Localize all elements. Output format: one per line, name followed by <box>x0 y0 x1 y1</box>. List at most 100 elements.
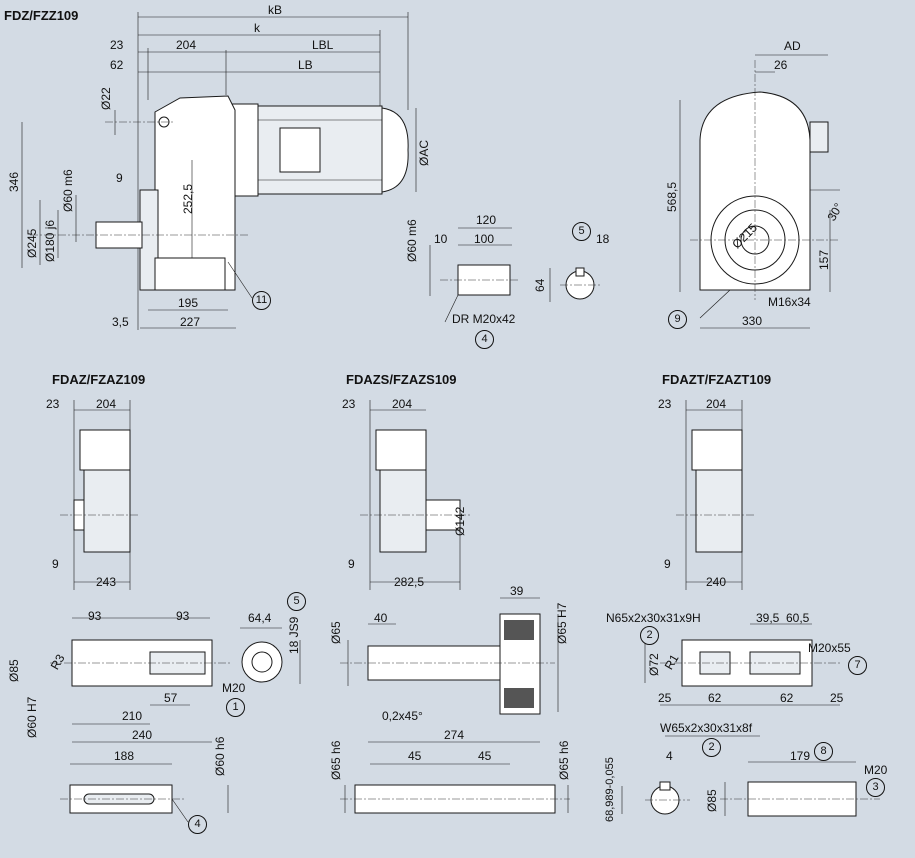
callout-2b: 2 <box>702 738 721 757</box>
hollow-shaft-section <box>50 617 301 743</box>
retaining-pin <box>60 763 229 823</box>
fdazs-282-5: 282,5 <box>394 575 425 589</box>
callout-5a: 5 <box>572 222 591 241</box>
title-fdaz: FDAZ/FZAZ109 <box>52 372 146 387</box>
dim-phi245: Ø245 <box>25 228 39 258</box>
fdaz-view <box>60 400 140 590</box>
main-gear-unit-view <box>21 12 417 330</box>
pin-phi60h6: Ø60 h6 <box>213 736 227 776</box>
sp-w65: W65x2x30x31x8f <box>660 721 753 735</box>
hs-64-4: 64,4 <box>248 611 272 625</box>
sd-phi65h7: Ø65 H7 <box>555 602 569 644</box>
hs-57: 57 <box>164 691 178 705</box>
pin-188: 188 <box>114 749 135 763</box>
fdazs-view <box>360 400 470 590</box>
hs-18js9: 18 JS9 <box>287 616 301 654</box>
callout-4a: 4 <box>475 330 494 349</box>
dim-kb: kB <box>268 3 283 17</box>
sd-40: 40 <box>374 611 388 625</box>
hs-phi85: Ø85 <box>7 659 21 682</box>
callout-3: 3 <box>866 778 885 797</box>
detail-10: 10 <box>434 232 448 246</box>
side-26: 26 <box>774 58 788 72</box>
dim-195: 195 <box>178 296 199 310</box>
shrink-disk-section <box>340 597 559 743</box>
dim-252-5: 252,5 <box>181 183 195 214</box>
fdazs-23: 23 <box>342 397 356 411</box>
dim-lb: LB <box>298 58 313 72</box>
fdaz-204: 204 <box>96 397 117 411</box>
side-330: 330 <box>742 314 763 328</box>
tl-62b: 62 <box>780 691 794 705</box>
tl-n65: N65x2x30x31x9H <box>606 611 701 625</box>
dim-227: 227 <box>180 315 201 329</box>
callout-2a: 2 <box>640 626 659 645</box>
hs-210: 210 <box>122 709 143 723</box>
title-fdazt: FDAZT/FZAZT109 <box>662 372 772 387</box>
fdaz-23: 23 <box>46 397 60 411</box>
hs-m20: M20 <box>222 681 246 695</box>
dim-3-5: 3,5 <box>112 315 129 329</box>
shaft-h6 <box>340 763 570 814</box>
fdazs-204: 204 <box>392 397 413 411</box>
sh-phi65h6b: Ø65 h6 <box>557 740 571 780</box>
side-157: 157 <box>817 249 831 270</box>
dim-9: 9 <box>116 171 123 185</box>
detail-64: 64 <box>533 278 547 292</box>
sh-45b: 45 <box>478 749 492 763</box>
dim-lbl: LBL <box>312 38 334 52</box>
callout-8: 8 <box>814 742 833 761</box>
dim-62: 62 <box>110 58 124 72</box>
detail-phi60m6: Ø60 m6 <box>405 219 419 262</box>
fdazt-204: 204 <box>706 397 727 411</box>
tl-62a: 62 <box>708 691 722 705</box>
fdaz-243: 243 <box>96 575 117 589</box>
sp-4: 4 <box>666 749 673 763</box>
sd-chamfer: 0,2x45° <box>382 709 423 723</box>
hs-93b: 93 <box>176 609 190 623</box>
dim-346: 346 <box>7 171 21 192</box>
dim-phi60m6: Ø60 m6 <box>61 169 75 212</box>
dim-k: k <box>254 21 260 35</box>
fdazt-view <box>676 400 756 590</box>
sh-phi65h6a: Ø65 h6 <box>329 740 343 780</box>
sp-range: 68,989-0,055 <box>604 757 616 822</box>
sp-179: 179 <box>790 749 811 763</box>
sd-phi65: Ø65 <box>329 621 343 644</box>
side-m16: M16x34 <box>768 295 811 309</box>
side-ad: AD <box>784 39 801 53</box>
callout-1: 1 <box>226 698 245 717</box>
sp-m20: M20 <box>864 763 888 777</box>
title-main: FDZ/FZZ109 <box>4 8 79 23</box>
tl-60-5: 60,5 <box>786 611 810 625</box>
hs-93a: 93 <box>88 609 102 623</box>
sh-45a: 45 <box>408 749 422 763</box>
spline-shaft <box>621 735 880 817</box>
detail-120: 120 <box>476 213 497 227</box>
fdazs-9: 9 <box>348 557 355 571</box>
dim-phi180j6: Ø180 j6 <box>43 219 57 262</box>
fdazt-9: 9 <box>664 557 671 571</box>
callout-11: 11 <box>252 291 271 310</box>
fdazt-240: 240 <box>706 575 727 589</box>
callout-5b: 5 <box>287 592 306 611</box>
detail-18: 18 <box>596 232 610 246</box>
dim-23: 23 <box>110 38 124 52</box>
tl-25a: 25 <box>658 691 672 705</box>
tl-25b: 25 <box>830 691 844 705</box>
sd-39: 39 <box>510 584 524 598</box>
callout-7: 7 <box>848 656 867 675</box>
dim-phi-ac: ØAC <box>417 139 431 166</box>
tl-m20x55: M20x55 <box>808 641 851 655</box>
hs-240: 240 <box>132 728 153 742</box>
dim-phi22: Ø22 <box>99 87 113 110</box>
side-568-5: 568,5 <box>665 181 679 212</box>
fdazs-phi142: Ø142 <box>453 506 467 536</box>
callout-9: 9 <box>668 310 687 329</box>
tl-39-5: 39,5 <box>756 611 780 625</box>
detail-100: 100 <box>474 232 495 246</box>
hs-phi60h7: Ø60 H7 <box>25 696 39 738</box>
callout-4b: 4 <box>188 815 207 834</box>
